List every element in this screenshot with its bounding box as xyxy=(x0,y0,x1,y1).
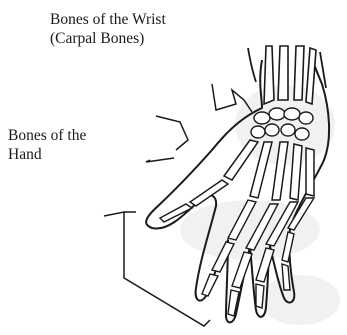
hand-leader-lines xyxy=(146,116,188,162)
metacarpal-bones xyxy=(224,140,314,200)
